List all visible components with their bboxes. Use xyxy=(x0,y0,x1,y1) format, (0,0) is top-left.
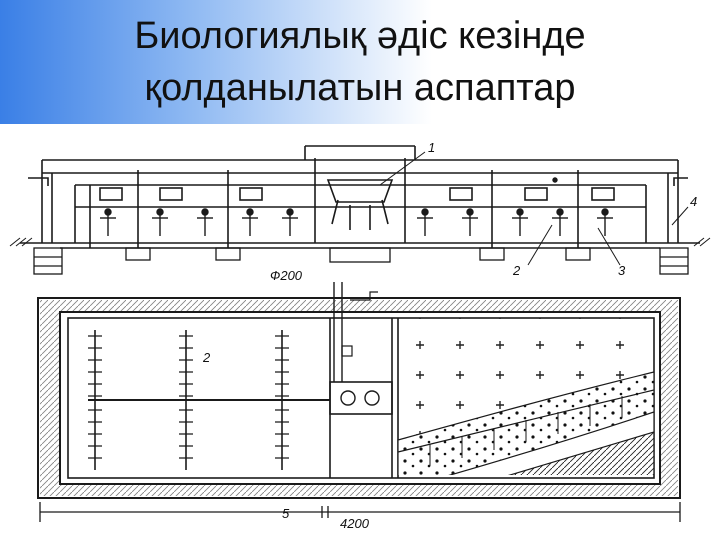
callout-4: 4 xyxy=(690,194,697,209)
dimension-line xyxy=(39,502,681,522)
foundations xyxy=(9,237,711,275)
callout-3: 3 xyxy=(618,263,626,278)
section-view xyxy=(20,145,700,249)
title-line-1: Биологиялық әдіс кезінде xyxy=(134,15,586,57)
filter-bed xyxy=(397,318,654,475)
plan-sprinkler-lines xyxy=(94,330,283,470)
callout-2: 2 xyxy=(512,263,521,278)
sprinklers-row xyxy=(100,177,613,236)
callout-2-plan: 2 xyxy=(202,350,211,365)
slide-title: Биологиялық әдіс кезінде қолданылатын ас… xyxy=(0,10,720,114)
dimension-pipe: Ф200 xyxy=(270,268,303,283)
title-band xyxy=(0,0,720,124)
title-line-2: қолданылатын аспаптар xyxy=(144,67,576,109)
plan-sprinkler-ticks xyxy=(88,335,289,459)
callout-1: 1 xyxy=(428,140,435,155)
technical-drawing: 1 2 3 4 2 5 Ф200 4200 xyxy=(9,140,711,531)
dimension-length: 4200 xyxy=(340,516,370,531)
callout-5: 5 xyxy=(282,506,290,521)
